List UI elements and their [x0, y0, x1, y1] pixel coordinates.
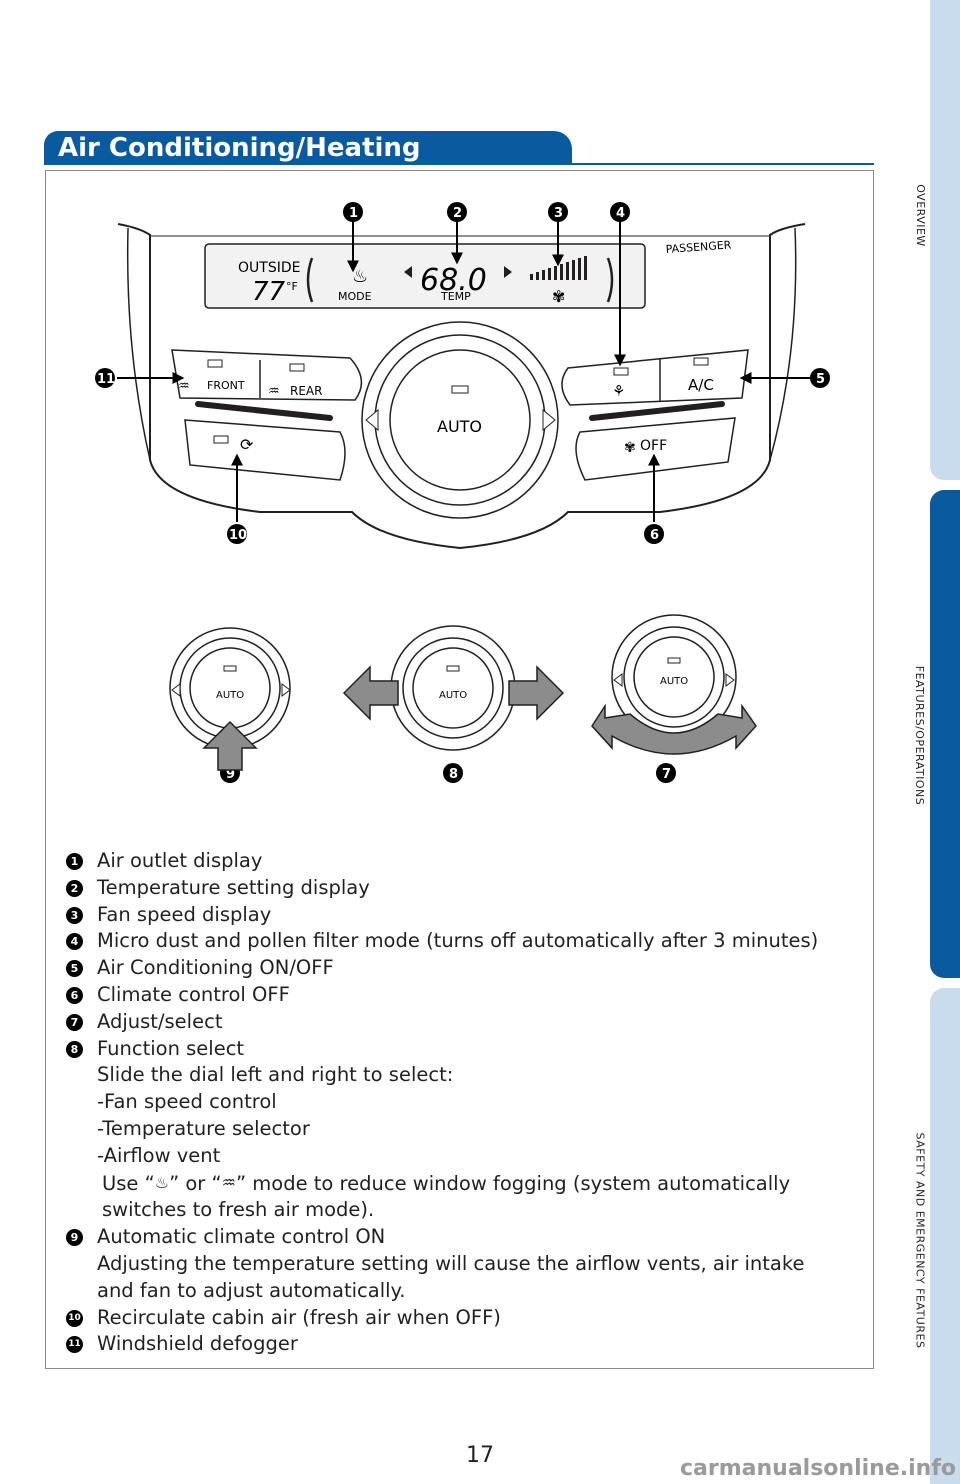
- watermark: carmanualsonline.info: [680, 1456, 956, 1481]
- temp-label: TEMP: [440, 290, 471, 303]
- temp-right-arrow-icon: [504, 266, 512, 278]
- front-defog-led: [207, 359, 223, 368]
- function-option-temp: -Temperature selector: [97, 1116, 310, 1140]
- slide-left-arrow-icon: [342, 665, 399, 721]
- ac-led: [693, 357, 709, 366]
- dial-push-illustration: AUTO: [169, 627, 291, 771]
- svg-text:6: 6: [650, 528, 659, 543]
- rear-label: REAR: [290, 384, 322, 398]
- function-option-airflow: -Airflow vent: [97, 1143, 221, 1167]
- front-defog-icon: ♒: [178, 379, 190, 394]
- rear-defog-led: [289, 363, 305, 372]
- legend-item-9-detail-2: and fan to adjust automatically.: [97, 1278, 406, 1302]
- main-auto-label: AUTO: [437, 417, 482, 436]
- svg-text:7: 7: [662, 767, 671, 782]
- off-label: OFF: [640, 438, 667, 454]
- page-number: 17: [466, 1443, 494, 1468]
- side-tab-safety[interactable]: [930, 988, 960, 1484]
- defog-mode-note: Use “♨” or “♒” mode to reduce window fog…: [102, 1171, 791, 1195]
- recirculate-led: [213, 435, 229, 444]
- filter-mode-icon: ⚘: [612, 382, 625, 400]
- dial-9-auto-label: AUTO: [216, 690, 244, 701]
- temp-value: 68.0: [420, 263, 487, 298]
- windshield-defrost-icon: ♒: [221, 1172, 236, 1192]
- outside-temp: 77: [252, 277, 286, 307]
- temp-left-arrow-icon: [404, 266, 412, 278]
- fan-speed-bars: [530, 256, 587, 280]
- dial-rotate-illustration: AUTO: [591, 614, 757, 755]
- ac-label: A/C: [688, 376, 714, 394]
- slide-right-arrow-icon: [508, 665, 565, 721]
- svg-text:5: 5: [816, 372, 825, 387]
- section-header-bar: [44, 131, 572, 164]
- push-arrow-icon: [202, 720, 258, 771]
- dial-slide-illustration: AUTO: [342, 625, 565, 751]
- recirculate-icon: ⟳: [240, 435, 254, 454]
- svg-text:1: 1: [349, 206, 358, 221]
- page-title: Air Conditioning/Heating: [58, 133, 421, 163]
- mode-label: MODE: [338, 290, 372, 303]
- svg-text:9: 9: [226, 767, 235, 782]
- function-select-intro: Slide the dial left and right to select:: [97, 1063, 454, 1087]
- side-tab-safety-label: SAFETY AND EMERGENCY FEATURES: [913, 1132, 927, 1348]
- callout-markers: 1 2 3 4 5 6 7 8 9 10 11: [95, 202, 830, 783]
- svg-text:2: 2: [453, 206, 462, 221]
- fan-off-icon: ✾: [624, 440, 636, 456]
- airflow-mode-icon: ♨: [352, 266, 368, 287]
- svg-text:11: 11: [97, 372, 115, 387]
- dial-8-auto-label: AUTO: [439, 690, 467, 701]
- climate-panel-illustration: OUTSIDE 77 °F MODE ♨ 68.0 TEMP ✾ PASSENG…: [95, 202, 830, 783]
- dial-7-auto-label: AUTO: [660, 676, 688, 687]
- passenger-label: PASSENGER: [665, 238, 732, 256]
- side-tab-overview[interactable]: [930, 0, 960, 480]
- content-frame: [45, 170, 874, 1369]
- defog-mode-note-line2: switches to fresh air mode).: [102, 1198, 375, 1222]
- svg-text:8: 8: [449, 767, 458, 782]
- foot-defrost-mode-icon: ♨: [154, 1172, 170, 1192]
- side-tab-features[interactable]: [930, 490, 960, 978]
- svg-text:4: 4: [616, 206, 625, 221]
- legend-item-9-detail-1: Adjusting the temperature setting will c…: [97, 1251, 805, 1275]
- fan-icon: ✾: [552, 287, 565, 306]
- panel-bezel: [117, 223, 806, 550]
- outside-label: OUTSIDE: [238, 260, 300, 276]
- dial-right-arrow-icon: [542, 408, 556, 432]
- rotate-arrow-icon: [591, 703, 757, 755]
- header-divider: [44, 163, 874, 165]
- outside-unit: °F: [286, 280, 298, 293]
- front-label: FRONT: [207, 379, 245, 392]
- lcd-display: [204, 243, 646, 309]
- rear-defog-icon: ♒: [268, 384, 280, 399]
- svg-text:10: 10: [229, 528, 247, 543]
- main-dial-knob[interactable]: [389, 349, 531, 491]
- filter-mode-led: [613, 367, 629, 376]
- function-option-fan: -Fan speed control: [97, 1090, 277, 1114]
- svg-text:3: 3: [554, 206, 563, 221]
- dial-left-arrow-icon: [365, 408, 379, 432]
